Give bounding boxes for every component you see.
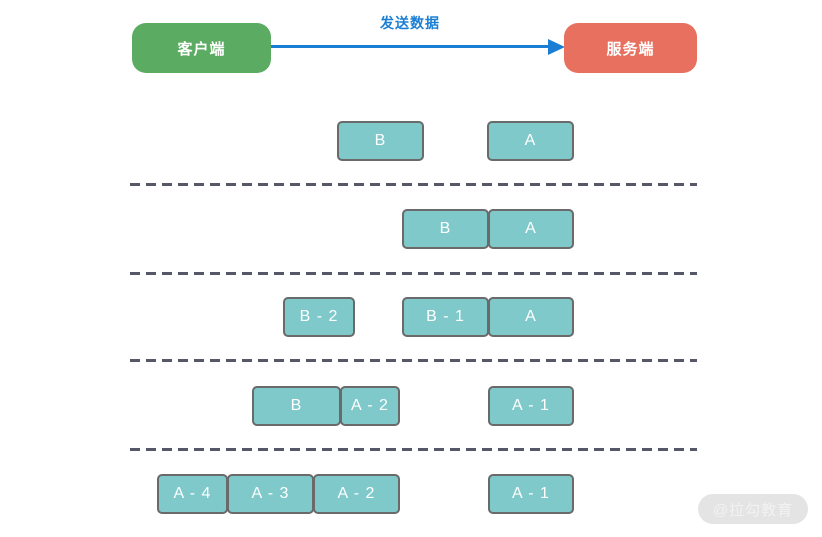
packet-box: B	[337, 121, 424, 161]
packet-box: A	[487, 121, 574, 161]
packet-box: A - 1	[488, 474, 574, 514]
packet-label: B	[439, 220, 452, 237]
packet-box: A - 1	[488, 386, 574, 426]
packet-label: B	[290, 397, 303, 414]
packet-box: A - 2	[313, 474, 400, 514]
packet-label: A - 1	[512, 397, 550, 414]
data-flow-arrow-line	[271, 45, 554, 48]
packet-box: A	[488, 209, 574, 249]
separator-4	[130, 448, 697, 451]
client-label: 客户端	[177, 40, 226, 58]
packet-box: B - 1	[402, 297, 489, 337]
packet-box: B	[402, 209, 489, 249]
data-flow-arrow-head-icon	[548, 39, 565, 55]
client-box: 客户端	[132, 23, 271, 73]
packet-label: A - 3	[251, 485, 290, 502]
packet-label: B - 1	[426, 308, 465, 325]
data-flow-label: 发送数据	[380, 15, 440, 31]
packet-label: A	[525, 308, 537, 325]
server-box: 服务端	[564, 23, 697, 73]
packet-label: B - 2	[299, 308, 339, 325]
packet-box: A - 4	[157, 474, 228, 514]
watermark-text: @拉勾教育	[712, 501, 794, 519]
separator-2	[130, 272, 697, 275]
packet-box: A	[488, 297, 574, 337]
packet-label: B	[374, 132, 387, 149]
packet-label: A - 4	[173, 485, 212, 502]
separator-3	[130, 359, 697, 362]
packet-box: A - 3	[227, 474, 314, 514]
separator-1	[130, 183, 697, 186]
packet-box: B	[252, 386, 341, 426]
packet-box: A - 2	[340, 386, 400, 426]
packet-label: A - 2	[351, 397, 389, 414]
server-label: 服务端	[606, 40, 655, 58]
packet-label: A	[524, 132, 537, 149]
packet-label: A - 1	[512, 485, 550, 502]
packet-label: A	[525, 220, 537, 237]
watermark: @拉勾教育	[698, 494, 808, 524]
packet-label: A - 2	[337, 485, 376, 502]
packet-box: B - 2	[283, 297, 355, 337]
